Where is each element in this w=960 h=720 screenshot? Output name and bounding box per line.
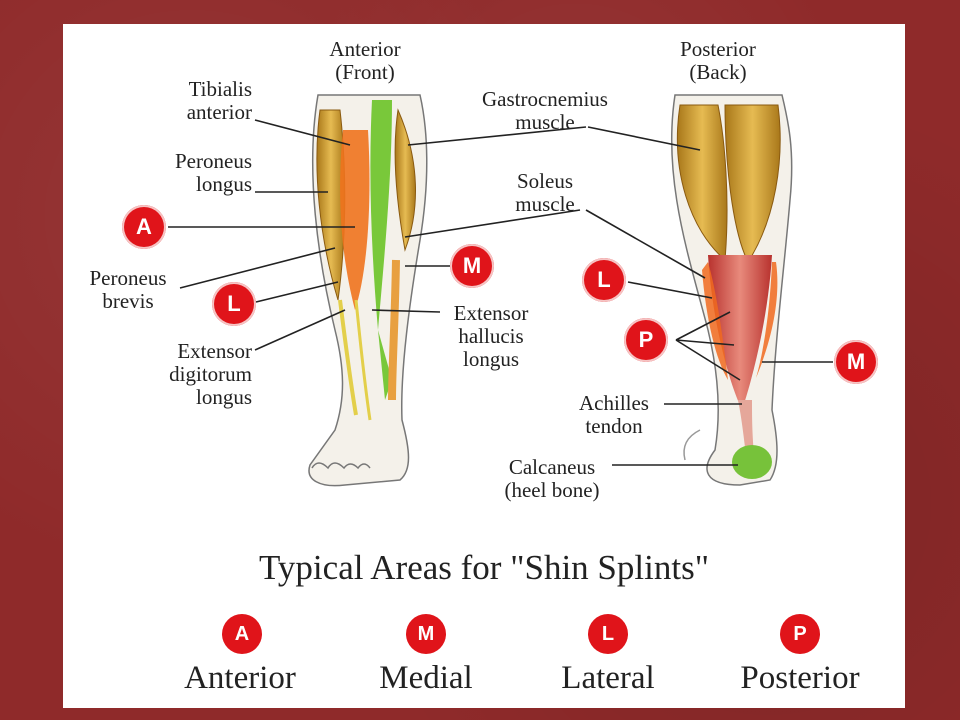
posterior-leg [670, 94, 793, 486]
legend-badge-posterior: P [780, 614, 820, 654]
label-extensor-digitorum-longus: Extensor digitorum longus [169, 339, 252, 409]
legend-label-posterior: Posterior [740, 660, 860, 696]
label-gastrocnemius: Gastrocnemius muscle [482, 87, 608, 134]
anterior-leg [308, 94, 428, 487]
label-peroneus-brevis: Peroneus brevis [89, 266, 167, 313]
legend-label-medial: Medial [379, 660, 473, 696]
legend-badge-lateral: L [588, 614, 628, 654]
legend-badge-medial: M [406, 614, 446, 654]
badge-medial-back: M [834, 340, 878, 384]
diagram-title: Typical Areas for "Shin Splints" [259, 548, 709, 587]
label-soleus: Soleus muscle [515, 169, 575, 216]
label-peroneus-longus: Peroneus longus [175, 149, 252, 196]
anterior-view-heading: Anterior (Front) [329, 37, 401, 84]
badge-posterior: P [624, 318, 668, 362]
label-achilles-tendon: Achilles tendon [579, 391, 649, 438]
legend-label-anterior: Anterior [184, 660, 296, 696]
label-extensor-hallucis-longus: Extensor hallucis longus [453, 301, 529, 371]
label-calcaneus: Calcaneus (heel bone) [504, 455, 600, 502]
badge-lateral-front: L [212, 282, 256, 326]
posterior-view-heading: Posterior (Back) [680, 37, 756, 84]
badge-anterior: A [122, 205, 166, 249]
legend-badge-anterior: A [222, 614, 262, 654]
badge-lateral-back: L [582, 258, 626, 302]
legend-label-lateral: Lateral [561, 660, 655, 696]
badge-medial-front: M [450, 244, 494, 288]
label-tibialis-anterior: Tibialis anterior [186, 77, 252, 124]
leader-lines [168, 119, 833, 466]
